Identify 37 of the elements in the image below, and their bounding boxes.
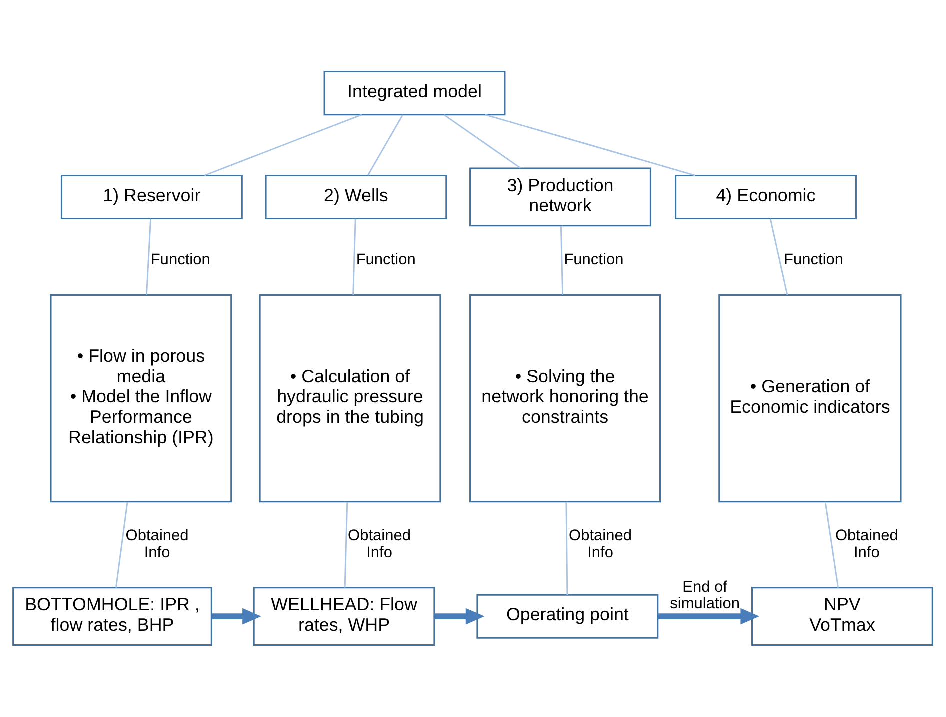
connector <box>485 114 696 176</box>
edge-label: End of simulation <box>670 578 740 613</box>
node-box: Integrated model <box>324 71 506 116</box>
node-box: • Calculation of hydraulic pressure drops in the tubing <box>259 294 442 503</box>
node-box: • Solving the network honoring the constraints <box>470 294 662 503</box>
connector <box>146 218 152 295</box>
edge-label: Obtained Info <box>348 528 412 562</box>
node-box: NPV VoTmax <box>751 587 934 646</box>
connector <box>566 502 568 596</box>
edge-label: Function <box>564 252 624 269</box>
edge-label: Obtained Info <box>126 528 189 562</box>
node-box: WELLHEAD: Flow rates, WHP <box>253 587 436 646</box>
edge-label: Function <box>150 252 210 269</box>
connector <box>444 114 521 169</box>
edge-label: Obtained Info <box>569 528 632 562</box>
node-box: 1) Reservoir <box>60 174 243 220</box>
node-box: • Flow in porous media • Model the Inflow Performance Relationship (IPR) <box>50 294 232 503</box>
connector <box>770 218 788 296</box>
edge-label: Function <box>784 252 844 269</box>
connector <box>560 226 564 295</box>
connector <box>352 218 356 295</box>
edge-label: Obtained Info <box>835 528 898 562</box>
connector <box>367 114 404 176</box>
connector <box>344 502 348 588</box>
node-box: 2) Wells <box>265 174 448 220</box>
edge-label: Function <box>356 252 416 269</box>
node-box: 4) Economic <box>675 174 857 220</box>
node-box: 3) Production network <box>470 168 652 227</box>
connector <box>204 114 362 176</box>
arrow <box>658 608 760 625</box>
connector <box>115 502 128 588</box>
node-box: • Generation of Economic indicators <box>718 294 902 503</box>
node-box: Operating point <box>476 594 659 639</box>
connector <box>824 502 840 588</box>
arrow <box>434 608 485 625</box>
arrow <box>212 608 262 625</box>
node-box: BOTTOMHOLE: IPR , flow rates, BHP <box>12 587 212 646</box>
